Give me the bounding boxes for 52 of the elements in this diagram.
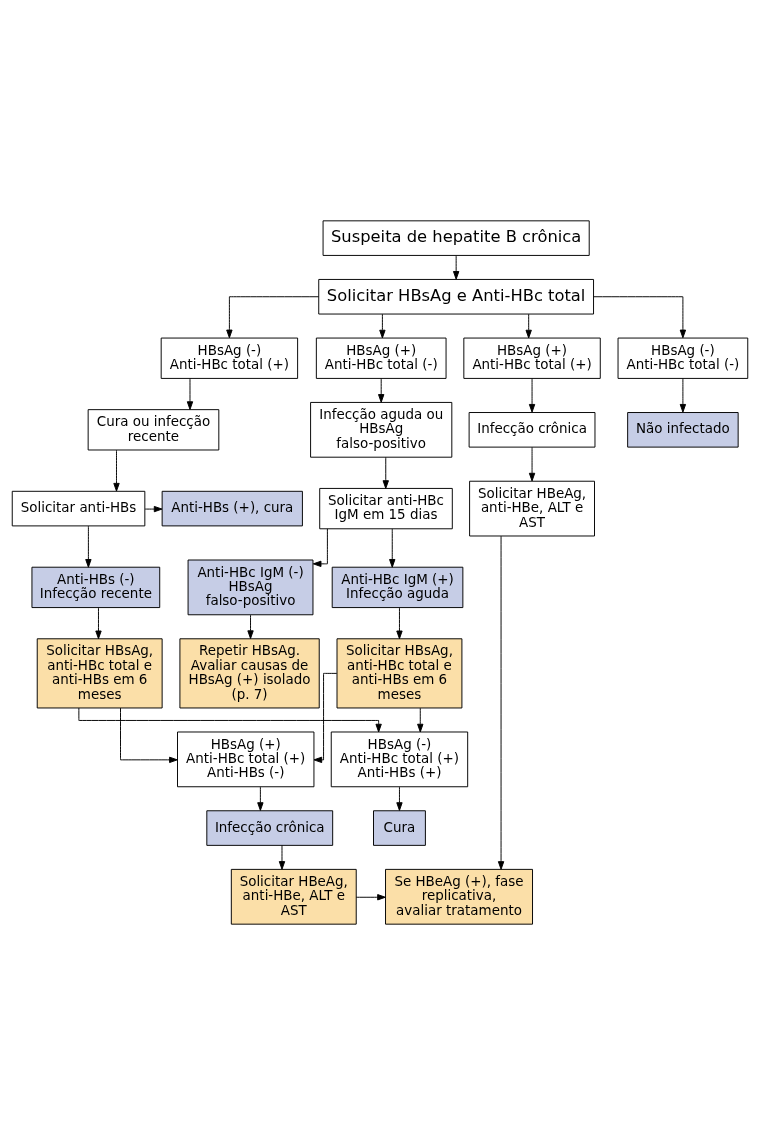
node-box: HBsAg (+) Anti-HBc total (+) <box>463 337 601 379</box>
arrow <box>525 313 532 339</box>
node-box: Infecção crônica <box>468 412 596 448</box>
arrow <box>186 378 194 410</box>
node-box: Solicitar anti-HBs <box>11 490 146 527</box>
node-box: Solicitar HBsAg, anti-HBc total e anti-HBs em 6 meses <box>336 638 463 709</box>
arrow <box>355 894 386 901</box>
arrow <box>528 446 536 482</box>
node-box: Solicitar HBsAg e Anti-HBc total <box>318 278 594 315</box>
node-box: Solicitar anti-HBc IgM em 15 dias <box>319 487 453 530</box>
node-box: Cura ou infecção recente <box>87 409 220 451</box>
arrow <box>312 528 328 567</box>
node-box: HBsAg (-) Anti-HBc total (+) <box>160 337 299 379</box>
node-box: Infecção aguda ou HBsAg falso-positivo <box>310 401 453 458</box>
arrow <box>257 786 264 811</box>
node-box: Solicitar HBeAg, anti-HBe, ALT e AST <box>230 868 357 925</box>
node-box: Suspeita de hepatite B crônica <box>322 220 590 256</box>
arrow <box>389 528 396 568</box>
arrow <box>95 607 102 640</box>
arrow <box>144 505 163 513</box>
node-box: Anti-HBs (+), cura <box>161 490 303 527</box>
node-box: HBsAg (-) Anti-HBc total (+) Anti-HBs (+) <box>330 731 469 788</box>
node-box: Solicitar HBsAg, anti-HBc total e anti-HBs em 6 meses <box>36 638 163 709</box>
arrow <box>396 786 403 811</box>
node-box: Repetir HBsAg. Avaliar causas de HBsAg (+) isolado (p. 7) <box>179 638 320 709</box>
node-box: Cura <box>373 810 426 846</box>
arrow <box>278 844 286 870</box>
arrow <box>378 378 385 403</box>
node-box: HBsAg (+) Anti-HBc total (-) <box>315 337 447 379</box>
arrow <box>593 296 687 339</box>
node-box: Infecção crônica <box>206 810 334 846</box>
node-box: Não infectado <box>627 412 739 448</box>
arrow <box>679 378 687 413</box>
arrow <box>417 707 424 733</box>
node-box: HBsAg (-) Anti-HBc total (-) <box>617 337 749 379</box>
arrow <box>379 313 386 339</box>
arrow <box>497 535 505 870</box>
arrow <box>528 378 536 413</box>
node-box: Anti-HBc IgM (-) HBsAg falso-positivo <box>187 559 314 616</box>
node-box: Solicitar HBeAg, anti-HBe, ALT e AST <box>469 480 595 537</box>
arrow <box>85 525 92 568</box>
node-box: Se HBeAg (+), fase replicativa, avaliar tratamento <box>385 868 533 925</box>
arrow <box>113 449 120 492</box>
arrow <box>247 614 254 639</box>
node-box: HBsAg (+) Anti-HBc total (+) Anti-HBs (-) <box>177 731 315 788</box>
arrow <box>396 607 403 640</box>
arrow <box>120 707 178 764</box>
arrow <box>382 456 389 489</box>
arrow <box>452 255 460 280</box>
arrow <box>226 296 320 339</box>
node-box: Anti-HBs (-) Infecção recente <box>31 566 161 609</box>
node-box: Anti-HBc IgM (+) Infecção aguda <box>331 566 464 609</box>
